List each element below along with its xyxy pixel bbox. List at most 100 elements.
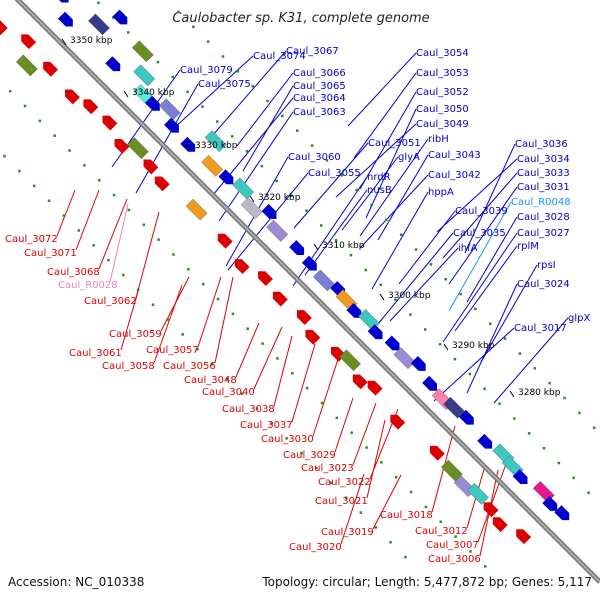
- gene-feature-rev: [483, 502, 499, 518]
- gc-dot: [112, 193, 116, 197]
- gene-feature-fwd: [367, 324, 383, 340]
- gene-feature-teal: [467, 483, 489, 505]
- leader-line: [442, 172, 518, 259]
- gc-dot: [201, 282, 205, 286]
- gc-dot: [270, 422, 274, 425]
- gene-label-forward: Caul_3053: [416, 68, 469, 79]
- gc-dot: [320, 224, 323, 227]
- gc-dot: [423, 328, 427, 331]
- gc-dot: [38, 119, 42, 123]
- gc-dots-layer: [3, 1, 596, 568]
- gc-dot: [225, 377, 229, 381]
- leader-lines-layer: [56, 50, 569, 557]
- leader-line: [341, 156, 399, 231]
- gc-dot: [23, 104, 27, 108]
- gc-dot: [310, 144, 314, 147]
- gene-label-forward: Caul_3042: [428, 170, 481, 181]
- leader-line: [365, 108, 417, 219]
- gc-dot: [503, 337, 507, 340]
- gc-dot: [572, 476, 575, 480]
- leader-line: [359, 91, 417, 190]
- leader-line: [153, 284, 183, 364]
- gene-label-reverse: Caul_3058: [102, 361, 155, 372]
- gc-dot: [370, 203, 373, 207]
- gc-dot: [542, 446, 546, 450]
- gc-dot: [394, 298, 397, 301]
- gene-label-forward: Caul_3035: [453, 228, 506, 239]
- gene-arrow: [258, 271, 273, 287]
- gc-dot: [578, 411, 581, 415]
- gc-dot: [429, 263, 433, 266]
- gc-dot: [261, 342, 264, 345]
- gc-dot: [498, 402, 501, 405]
- gene-block: [240, 197, 263, 220]
- gc-dot: [206, 40, 210, 43]
- gene-label-forward: nusB: [367, 185, 392, 196]
- gc-dot: [355, 188, 358, 192]
- gene-arrow: [144, 95, 160, 111]
- gene-arrow: [53, 0, 69, 3]
- gene-block: [185, 198, 208, 221]
- gc-dot: [97, 178, 101, 182]
- gene-arrow: [114, 138, 130, 154]
- gc-dot: [77, 229, 80, 232]
- gc-dot: [126, 31, 130, 34]
- gene-feature-rev: [217, 233, 233, 249]
- leader-line: [377, 154, 429, 241]
- gc-dot: [83, 164, 86, 167]
- leader-line: [235, 322, 260, 378]
- gene-feature-gray: [240, 197, 263, 220]
- leader-line: [448, 201, 512, 312]
- gene-label-reverse: Caul_3022: [318, 477, 371, 488]
- scale-tick-label: 3330 kbp: [195, 141, 238, 151]
- gene-label-forward: glpX: [568, 313, 590, 324]
- gene-arrow: [217, 233, 233, 249]
- gene-label-forward: Caul_3066: [293, 68, 346, 79]
- gene-label-forward: Caul_3074: [253, 51, 306, 62]
- gene-feature-rev: [516, 529, 532, 545]
- gene-label-reverse: Caul_3057: [146, 345, 199, 356]
- leader-line: [291, 343, 316, 423]
- gc-dot: [385, 218, 388, 222]
- leader-line: [214, 276, 234, 364]
- gene-feature-rev: [492, 517, 508, 533]
- leader-line: [197, 276, 222, 348]
- gene-arrow: [390, 414, 406, 430]
- gene-arrow: [65, 89, 80, 105]
- gene-feature-fwd: [53, 0, 69, 3]
- gc-dot: [285, 437, 288, 440]
- gene-label-forward: glyA: [398, 152, 420, 163]
- gc-dot: [474, 307, 477, 311]
- gene-feature-fwd: [57, 11, 73, 27]
- gene-label-forward: Caul_3017: [514, 323, 567, 334]
- leader-line: [353, 72, 417, 159]
- gc-dot: [151, 303, 155, 306]
- gene-label-forward: Caul_3027: [517, 228, 570, 239]
- gene-label-forward: Caul_3063: [293, 107, 346, 118]
- gc-dot: [166, 318, 170, 321]
- gene-block: [339, 349, 361, 372]
- gc-dot: [246, 327, 249, 330]
- gene-feature-olive: [126, 137, 149, 160]
- backbone-highlight: [16, 0, 600, 583]
- gc-dot: [389, 541, 392, 544]
- leader-line: [366, 419, 386, 499]
- gene-label-forward: Caul_3067: [286, 46, 339, 57]
- gene-arrow: [542, 496, 558, 511]
- gene-arrow: [234, 259, 250, 275]
- gene-label-forward: Caul_3039: [455, 206, 508, 217]
- gc-dot: [122, 273, 125, 277]
- gene-label-reverse: Caul_3037: [240, 420, 293, 431]
- leader-line: [253, 326, 283, 390]
- gc-dot: [260, 164, 264, 168]
- gc-dot: [350, 431, 353, 434]
- gc-dot: [47, 199, 51, 202]
- gene-feature-fwd: [458, 409, 474, 425]
- gc-dot: [266, 99, 269, 103]
- gene-label-forward: Caul_3065: [293, 81, 346, 92]
- leader-line: [211, 50, 287, 137]
- leader-line: [433, 327, 515, 402]
- gene-label-reverse: Caul_3018: [380, 510, 433, 521]
- gene-arrow: [410, 356, 426, 371]
- gc-dot: [349, 253, 353, 257]
